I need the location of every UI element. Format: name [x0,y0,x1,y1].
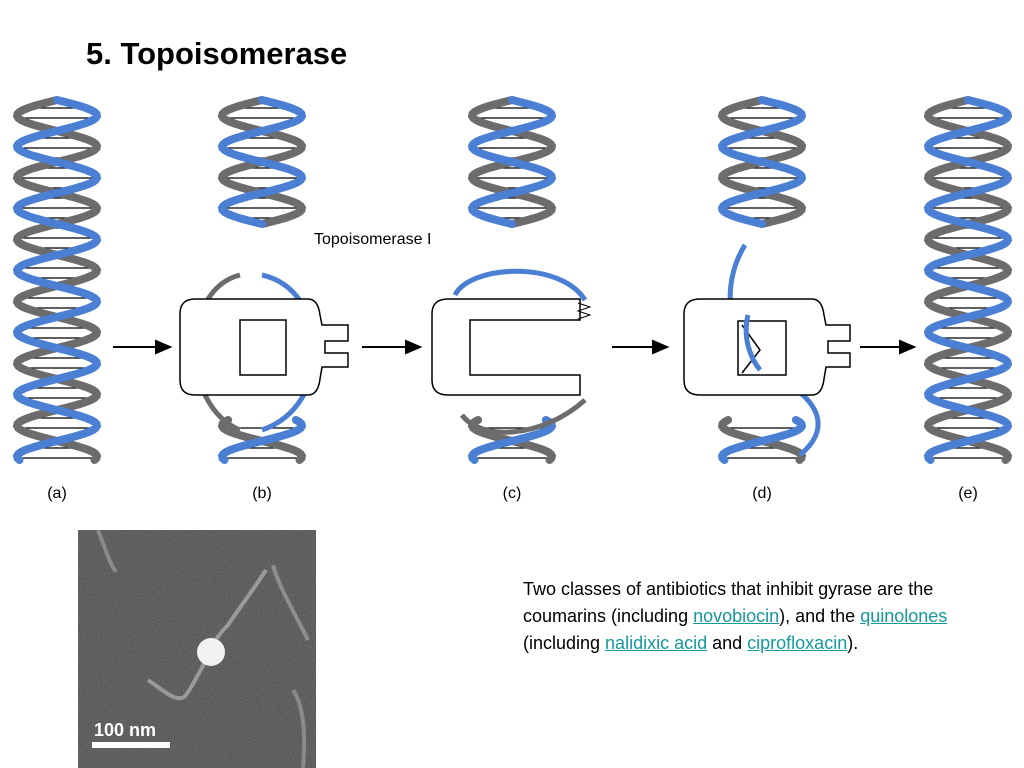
topoisomerase-diagram: (a) (b) (c) (d) (e) [12,96,1013,502]
dna-helices [12,96,1013,464]
quinolones-link[interactable]: quinolones [860,606,948,626]
panel-b-enzyme [179,272,349,433]
panel-c-enzyme [431,268,592,435]
panel-label-1: (b) [252,485,272,502]
panel-d-enzyme [683,243,851,457]
desc-text-4: and [707,633,748,653]
blue-strand [717,96,807,464]
scale-bar-label: 100 nm [94,720,157,740]
scale-bar [92,742,170,748]
arrow-b-c [362,339,423,355]
arrow-a-b [113,339,173,355]
dna-helix-1 [12,96,102,464]
blue-strand [467,96,557,464]
dna-helix-5 [923,96,1013,464]
blue-strand [923,96,1013,464]
desc-text-3: (including [523,633,606,653]
panel-labels: (a) (b) (c) (d) (e) [47,485,978,502]
antibiotics-description: Two classes of antibiotics that inhibit … [523,576,973,657]
dna-helix-3 [467,96,557,464]
panel-label-0: (a) [47,485,67,502]
novobiocin-link[interactable]: novobiocin [693,606,780,626]
dna-helix-2 [217,96,307,464]
nalidixic-acid-link[interactable]: nalidixic acid [605,633,708,653]
topoisomerase-i-label: Topoisomerase I [314,231,432,248]
panel-label-4: (e) [958,485,978,502]
desc-text-5: ). [847,633,859,653]
page-title: 5. Topoisomerase [86,36,348,71]
panel-label-2: (c) [503,485,522,502]
panel-label-3: (d) [752,485,772,502]
blue-strand [12,96,102,464]
electron-micrograph [78,530,316,768]
blue-strand [217,96,307,464]
arrow-d-e [860,339,917,355]
arrows [113,339,917,355]
desc-text-1: Two classes of antibiotics that inhibit … [523,579,934,626]
ciprofloxacin-link[interactable]: ciprofloxacin [747,633,848,653]
desc-text-2: ), and the [779,606,861,626]
arrow-c-d [612,339,670,355]
